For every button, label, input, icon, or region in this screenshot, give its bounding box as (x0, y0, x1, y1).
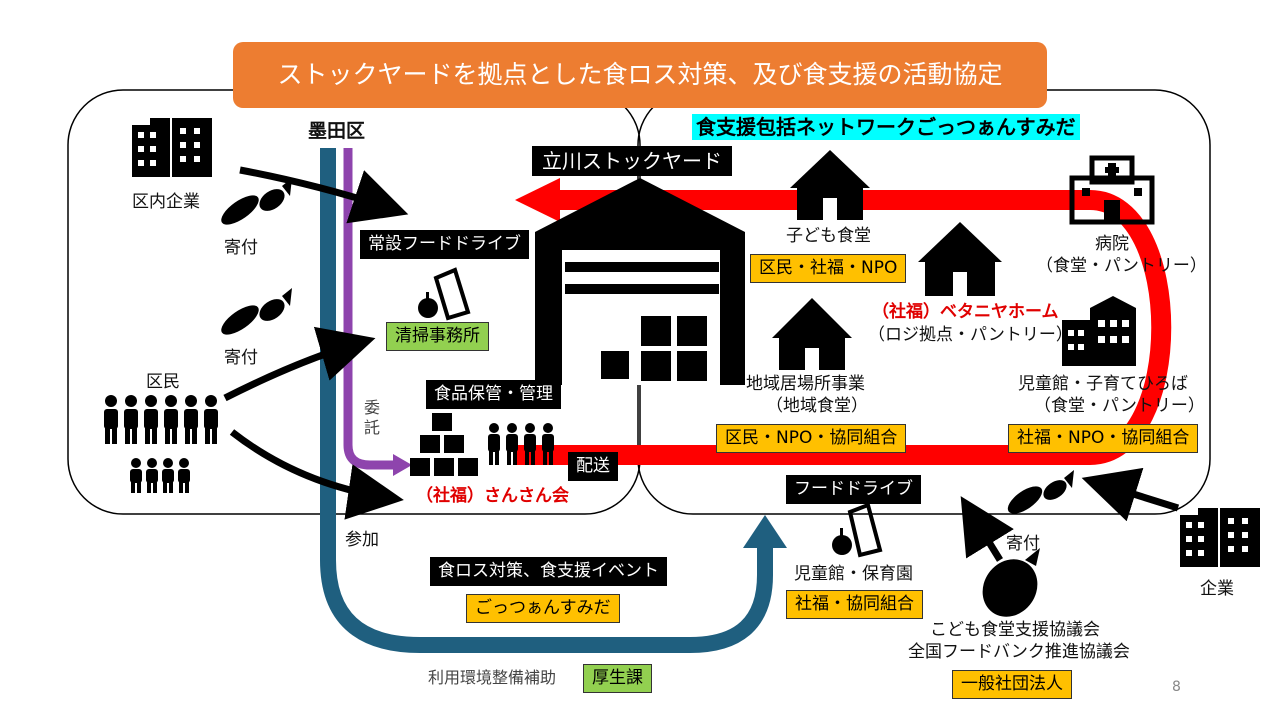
delivery-label: 配送 (568, 452, 618, 481)
welfare-section-label: 厚生課 (583, 664, 652, 693)
betania-label: （社福）ベタニヤホーム (872, 302, 1059, 322)
ibasho-label: 地域居場所事業 (746, 374, 865, 394)
cleaning-office-label: 清掃事務所 (386, 322, 489, 351)
donation-label-3: 寄付 (1006, 534, 1040, 554)
kodomo-shokudo-label: 子ども食堂 (786, 226, 871, 246)
food-bag-icon (418, 267, 471, 321)
nursery-label: 児童館・保育園 (794, 564, 913, 584)
food-donation-icon (221, 178, 292, 225)
kodomo-shokudo-house-icon (790, 150, 870, 220)
permanent-food-drive-label: 常設フードドライブ (360, 230, 529, 259)
sansankai-label: （社福）さんさん会 (416, 486, 569, 506)
consignment-label: 委託 (364, 398, 381, 437)
companies-label: 企業 (1200, 579, 1234, 599)
staff-icon (488, 423, 554, 465)
donation-label-1: 寄付 (224, 238, 258, 258)
black-arrows (223, 166, 1180, 562)
betania-sub-label: （ロジ拠点・パントリー） (868, 325, 1073, 345)
company-building-icon (1180, 508, 1260, 567)
vegetable-icon (982, 548, 1040, 617)
residents-icon (104, 395, 218, 493)
corp-tag: 一般社団法人 (952, 670, 1072, 699)
food-donation-icon-2 (221, 288, 292, 335)
ibasho-sub-label: （地域食堂） (766, 396, 868, 416)
children-facility-icon (1062, 296, 1136, 366)
warehouse-icon (535, 178, 745, 385)
jidokan-tag: 社福・NPO・協同組合 (1008, 424, 1199, 453)
food-donation-icon-3 (1007, 470, 1074, 514)
council-label-2: 全国フードバンク推進協議会 (908, 642, 1130, 662)
kodomo-shokudo-tag: 区民・社福・NPO (750, 254, 907, 283)
council-label-1: こども食堂支援協議会 (930, 620, 1100, 640)
hospital-label: 病院 (1095, 234, 1129, 254)
hospital-sub-label: （食堂・パントリー） (1036, 256, 1207, 276)
hospital-icon (1069, 155, 1155, 225)
donation-label-2: 寄付 (224, 348, 258, 368)
residents-label: 区民 (146, 372, 180, 392)
district-label: 墨田区 (308, 120, 366, 142)
ibasho-house-icon (772, 298, 852, 370)
jidokan-label: 児童館・子育てひろば (1018, 374, 1188, 394)
nursery-tag: 社福・協同組合 (786, 590, 923, 619)
food-drive-label: フードドライブ (786, 475, 921, 504)
jidokan-sub-label: （食堂・パントリー） (1034, 396, 1205, 416)
stockyard-label: 立川ストックヤード (532, 146, 732, 176)
food-storage-label: 食品保管・管理 (426, 380, 561, 409)
blue-flow-arrow (320, 148, 787, 653)
ibasho-tag: 区民・NPO・協同組合 (716, 424, 907, 453)
food-bag-icon-2 (832, 502, 883, 558)
page-number: 8 (1172, 679, 1181, 695)
event-label: 食ロス対策、食支援イベント (430, 557, 667, 586)
participation-label: 参加 (345, 530, 379, 550)
betania-house-icon (918, 222, 1002, 296)
title-text: ストックヤードを拠点とした食ロス対策、及び食支援の活動協定 (277, 60, 1003, 89)
boxes-stack-icon (410, 413, 478, 476)
network-label: 食支援包括ネットワークごっつぁんすみだ (692, 114, 1080, 140)
local-company-building-icon (132, 118, 212, 177)
gottsuan-tag: ごっつぁんすみだ (466, 594, 620, 623)
local-companies-label: 区内企業 (132, 192, 200, 212)
title-banner: ストックヤードを拠点とした食ロス対策、及び食支援の活動協定 (233, 42, 1047, 108)
subsidy-label: 利用環境整備補助 (428, 668, 557, 687)
